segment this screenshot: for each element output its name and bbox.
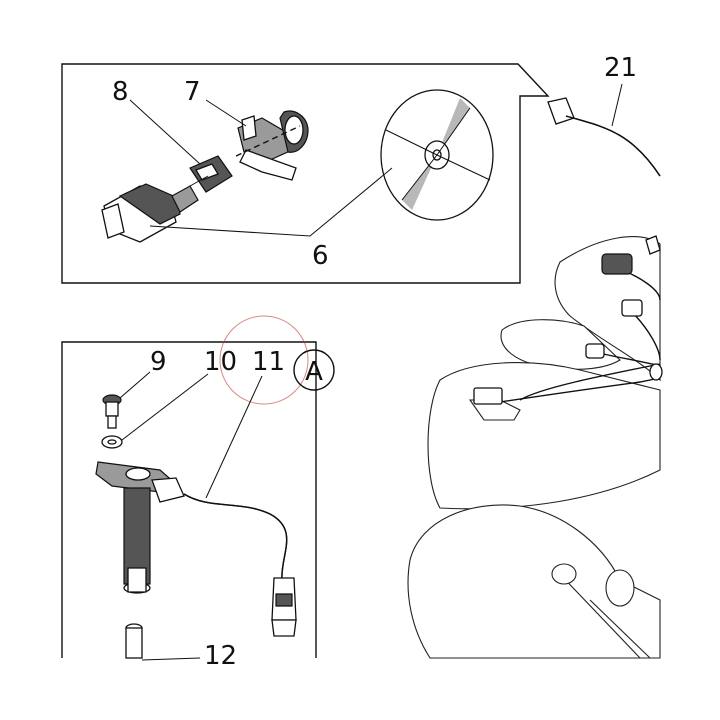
pin-part-12 (125, 623, 201, 661)
kit-box-top (61, 63, 550, 284)
callout-11: 11 (252, 347, 285, 377)
callout-6: 6 (312, 241, 329, 271)
connector-part-8 (189, 155, 233, 193)
highlight-circle (219, 315, 309, 405)
motorcycle-illustration (407, 236, 661, 659)
callout-7: 7 (184, 77, 201, 107)
callout-12: 12 (204, 641, 237, 671)
washer-part-10 (101, 373, 209, 449)
view-a-label: A (305, 357, 323, 387)
callout-21: 21 (604, 53, 637, 83)
kit-box-bottom (61, 341, 317, 658)
sensor-part-6 (101, 175, 209, 243)
bracket-part-7 (235, 110, 309, 181)
callout-9: 9 (150, 347, 167, 377)
leader-lines-top (129, 99, 393, 237)
bolt-part-9 (102, 371, 151, 429)
callout-8: 8 (112, 77, 129, 107)
wiring-harness (473, 235, 663, 405)
view-a-marker: A (293, 349, 335, 391)
speed-sensor-part-11 (95, 375, 297, 637)
callout-10: 10 (204, 347, 237, 377)
cable-part-21 (547, 83, 661, 177)
cd-disc-part-6 (380, 89, 494, 221)
